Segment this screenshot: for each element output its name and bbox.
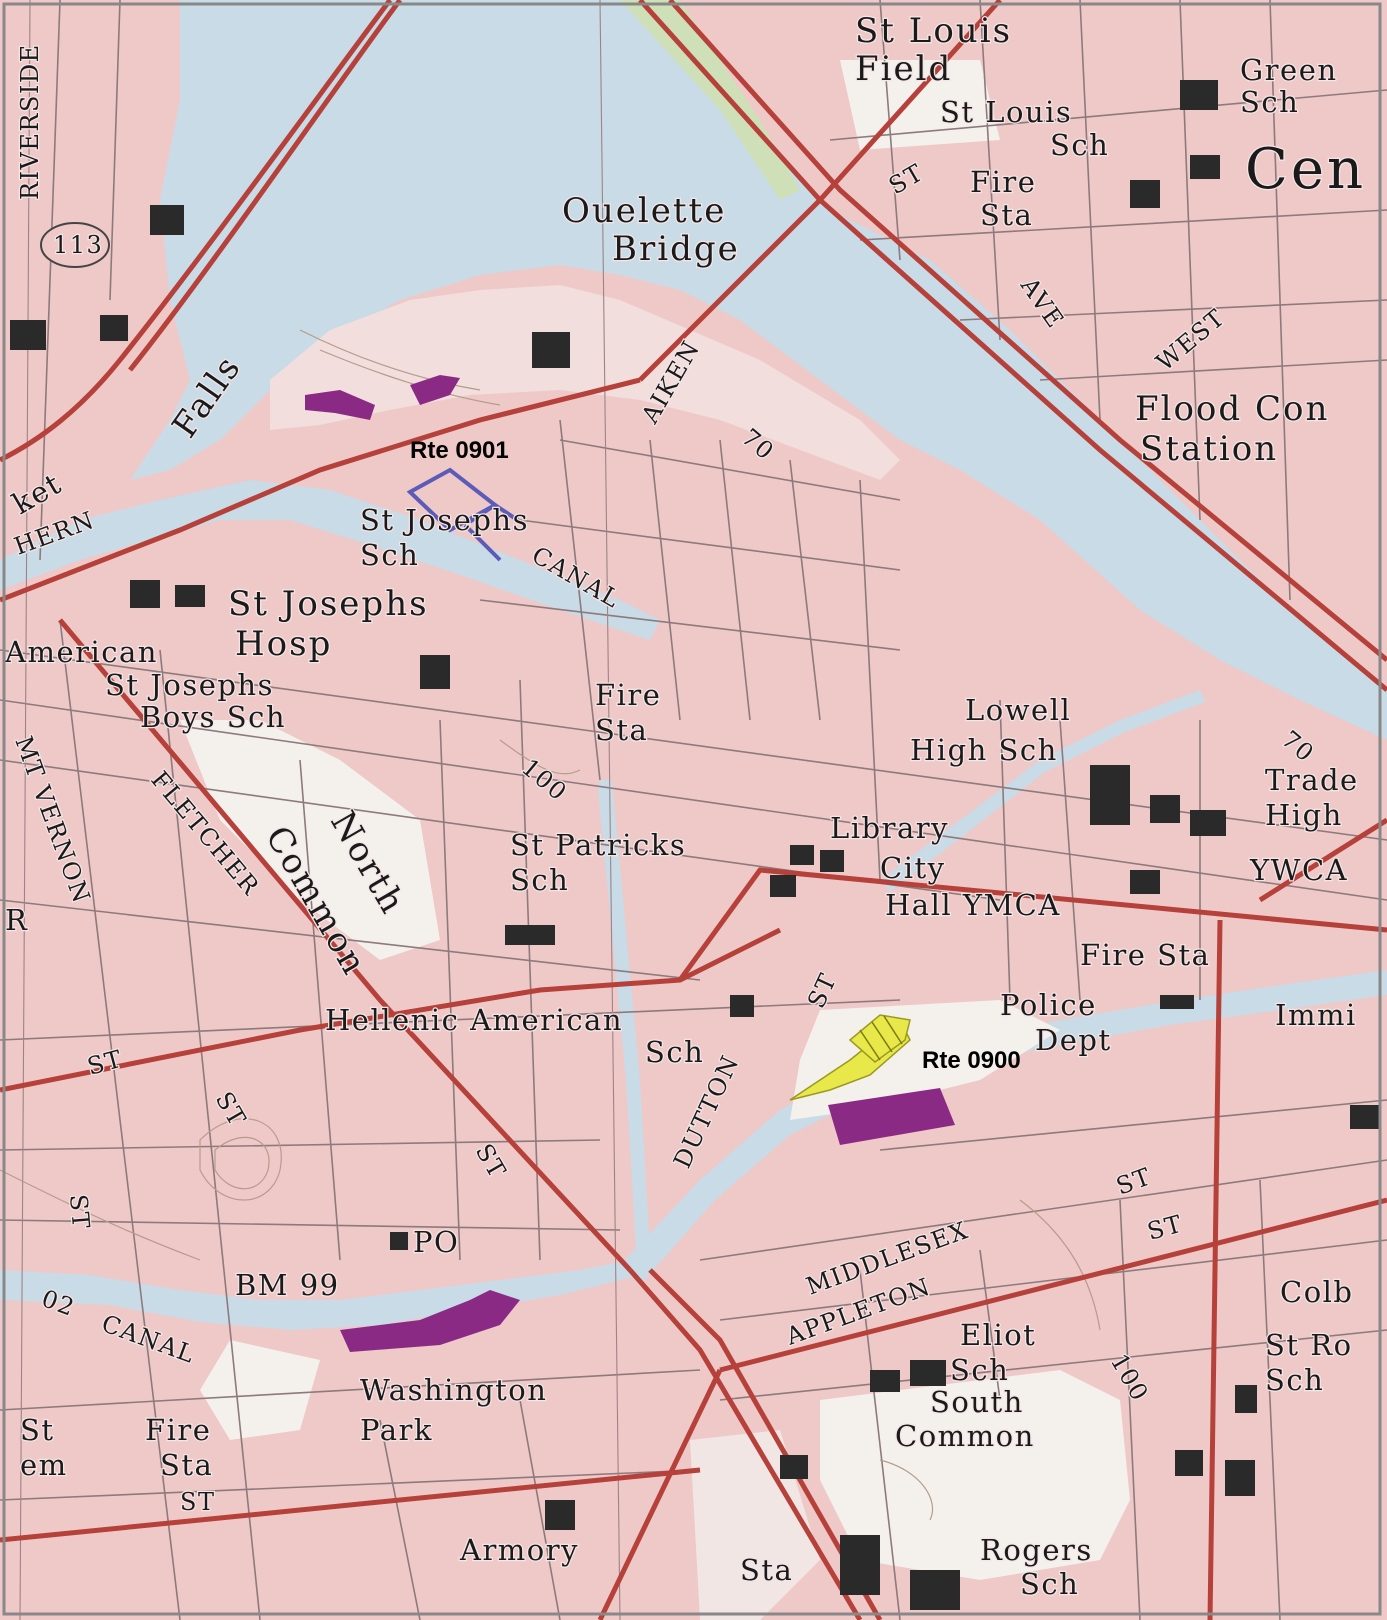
rte-0901-label: Rte 0901: [410, 437, 509, 464]
industrial-block-upper-left: [305, 390, 375, 420]
label-fire: Fire: [970, 165, 1036, 199]
label-ywca: YWCA: [1249, 853, 1348, 887]
label-immi: Immi: [1275, 998, 1357, 1032]
label-lowell: Lowell: [965, 693, 1071, 727]
industrial-block-canal: [340, 1290, 520, 1352]
label-dept: Dept: [1035, 1023, 1112, 1057]
label-flood-con: Flood Con: [1135, 389, 1329, 429]
label-hall-ymca: Hall YMCA: [885, 888, 1061, 922]
police-dept-lot: [790, 1000, 1060, 1120]
label-st-bottom: ST: [180, 1488, 215, 1516]
label-armory: Armory: [459, 1533, 579, 1567]
label-ouelette: Ouelette: [562, 191, 726, 231]
label-bridge: Bridge: [612, 229, 740, 269]
label-station: Station: [1140, 429, 1278, 469]
label-st-patricks-2: Sch: [510, 863, 569, 897]
industrial-block-upper-right: [410, 375, 460, 405]
label-fire-sta-3: Fire Sta: [1080, 938, 1210, 972]
label-st-louis-sch-2: Sch: [1050, 128, 1109, 162]
rte-0901-path: [406, 467, 527, 562]
industrial-block-dutton: [828, 1088, 955, 1145]
river: [130, 0, 1387, 740]
label-st-josephs-sch-2: Sch: [360, 538, 419, 572]
label-rogers: Rogers: [980, 1533, 1093, 1567]
label-washington: Washington: [360, 1373, 547, 1407]
label-fire-sta-4-1: Fire: [145, 1413, 211, 1447]
northern-canal: [0, 480, 660, 640]
label-fire-sta-4-2: Sta: [160, 1448, 213, 1482]
route-113-shield: [40, 222, 110, 268]
label-st-left: St: [20, 1413, 55, 1447]
green-strip: [620, 0, 800, 200]
label-cen: Cen: [1245, 137, 1366, 202]
label-em: em: [20, 1448, 68, 1482]
label-green-sch: Sch: [1240, 85, 1299, 119]
north-common-park: [180, 720, 440, 960]
label-park: Park: [360, 1413, 433, 1447]
rte-0900-path: [789, 1014, 911, 1101]
label-st-louis-sch-1: St Louis: [940, 95, 1072, 129]
label-eliot-sch: Sch: [950, 1353, 1009, 1387]
label-st-louis: St Louis: [855, 11, 1012, 51]
label-boys-sch: Boys Sch: [140, 700, 286, 734]
label-high-sch: High Sch: [910, 733, 1058, 767]
label-eliot: Eliot: [960, 1318, 1036, 1352]
buildings: [10, 80, 1380, 1610]
label-po: PO: [413, 1225, 459, 1259]
label-riverside: RIVERSIDE: [16, 43, 44, 200]
contour-lines: [0, 329, 1101, 1521]
label-st-c: ST: [64, 1193, 95, 1231]
label-hellenic-sch: Sch: [645, 1035, 704, 1069]
rte-0900-label: Rte 0900: [922, 1047, 1021, 1074]
label-st-josephs-hosp: St Josephs: [228, 584, 429, 624]
label-american: American: [4, 635, 158, 669]
label-r-left: R: [5, 903, 28, 937]
label-south: South: [930, 1385, 1024, 1419]
river-island: [270, 285, 900, 480]
eastern-canal: [880, 690, 1205, 892]
label-common-south: Common: [895, 1419, 1035, 1453]
label-field: Field: [855, 49, 952, 89]
label-colb: Colb: [1280, 1275, 1354, 1309]
label-rogers-sch: Sch: [1020, 1567, 1079, 1601]
label-bm: BM 99: [235, 1268, 340, 1302]
lower-canal: [0, 1260, 640, 1330]
label-st-josephs-boys: St Josephs: [105, 668, 274, 702]
label-high-right: High: [1265, 798, 1343, 832]
label-fire-sta-2-1: Fire: [595, 678, 661, 712]
label-fire-sta-2-2: Sta: [595, 713, 648, 747]
label-city: City: [880, 851, 946, 885]
label-st-ro: St Ro: [1265, 1328, 1353, 1362]
st-louis-field: [840, 60, 1000, 150]
label-route-113: 113: [53, 231, 103, 259]
label-sta: Sta: [980, 198, 1033, 232]
label-green: Green: [1240, 53, 1338, 87]
label-trade: Trade: [1265, 763, 1359, 797]
label-st-patricks-1: St Patricks: [510, 828, 686, 862]
label-sta-bottom: Sta: [740, 1553, 793, 1587]
label-library: Library: [830, 811, 949, 845]
label-st-ro-sch: Sch: [1265, 1363, 1324, 1397]
left-lower-park: [200, 1340, 320, 1440]
label-hellenic: Hellenic American: [325, 1003, 623, 1037]
south-common-park: [820, 1370, 1130, 1580]
label-hosp: Hosp: [235, 624, 332, 664]
label-st-josephs-sch-1: St Josephs: [360, 503, 529, 537]
label-police: Police: [1000, 988, 1097, 1022]
